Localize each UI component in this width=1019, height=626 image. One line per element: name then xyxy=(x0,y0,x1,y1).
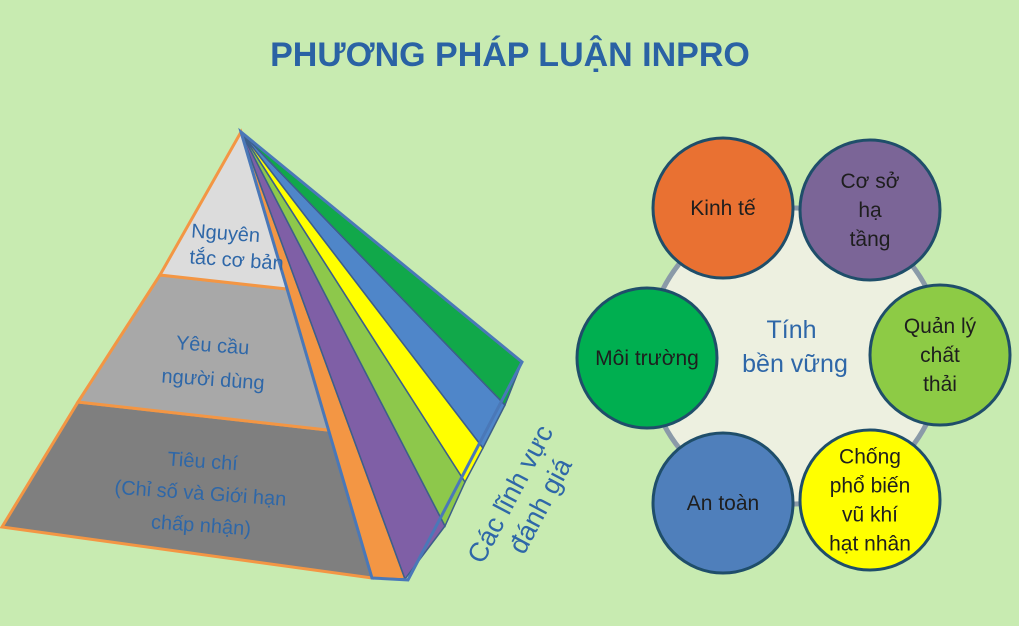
assessment-area-strips xyxy=(240,131,523,581)
cycle-node-label: Kinh tế xyxy=(690,197,756,220)
cycle-node-line: Chống xyxy=(839,446,901,469)
cycle-node: Chống phổ biến vũ khí hạt nhân xyxy=(798,428,942,572)
center-line: Tính xyxy=(767,316,817,344)
center-line: bền vững xyxy=(742,350,848,378)
cycle-node: Môi trường xyxy=(575,286,719,430)
cycle-node-line: tầng xyxy=(850,228,891,251)
cycle-node-line: Quản lý xyxy=(904,315,977,338)
cycle-node-label: Quản lý chất thải xyxy=(904,315,977,396)
pyramid-side-outline xyxy=(238,127,524,582)
cycle-node: Cơ sở hạ tầng xyxy=(798,138,942,282)
cycle-node-label: An toàn xyxy=(687,492,759,515)
cycle-node-label: Chống phổ biến vũ khí hạt nhân xyxy=(829,446,911,556)
cycle-node-circle xyxy=(798,428,942,572)
page-title: PHƯƠNG PHÁP LUẬN INPRO xyxy=(270,36,750,74)
cycle-node-circle xyxy=(651,136,795,280)
center-label: Tính bền vững xyxy=(742,316,848,378)
cycle-node-line: Cơ sở xyxy=(840,170,899,193)
cycle-node-line: Kinh tế xyxy=(690,197,756,220)
tier-line: Nguyên xyxy=(190,220,260,247)
cycle-node-line: hạt nhân xyxy=(829,533,911,556)
cycle-node-line: thải xyxy=(923,373,957,396)
cycle-node-line: Môi trường xyxy=(595,347,699,370)
tier-line: Yêu cầu xyxy=(175,332,250,359)
cycle-node-label: Môi trường xyxy=(595,347,699,370)
cycle-node-line: hạ xyxy=(858,199,882,222)
cycle-node-line: chất xyxy=(920,344,960,367)
cycle-node-circle xyxy=(575,286,719,430)
cycle-node-circle xyxy=(798,138,942,282)
pyramid: Nguyên tắc cơ bản Yêu cầu người dùng Tiê… xyxy=(0,127,578,582)
cycle-node: Quản lý chất thải xyxy=(868,283,1012,427)
cycle-node-circle xyxy=(868,283,1012,427)
cycle-node-line: vũ khí xyxy=(842,504,898,527)
cycle-node: Kinh tế xyxy=(651,136,795,280)
tier-line: Tiêu chí xyxy=(167,448,239,475)
cycle-node-line: phổ biến xyxy=(830,475,911,498)
cycle-node-circle xyxy=(651,431,795,575)
cycle-node: An toàn xyxy=(651,431,795,575)
cycle-node-label: Cơ sở hạ tầng xyxy=(840,170,899,251)
cycle-node-line: An toàn xyxy=(687,492,759,515)
